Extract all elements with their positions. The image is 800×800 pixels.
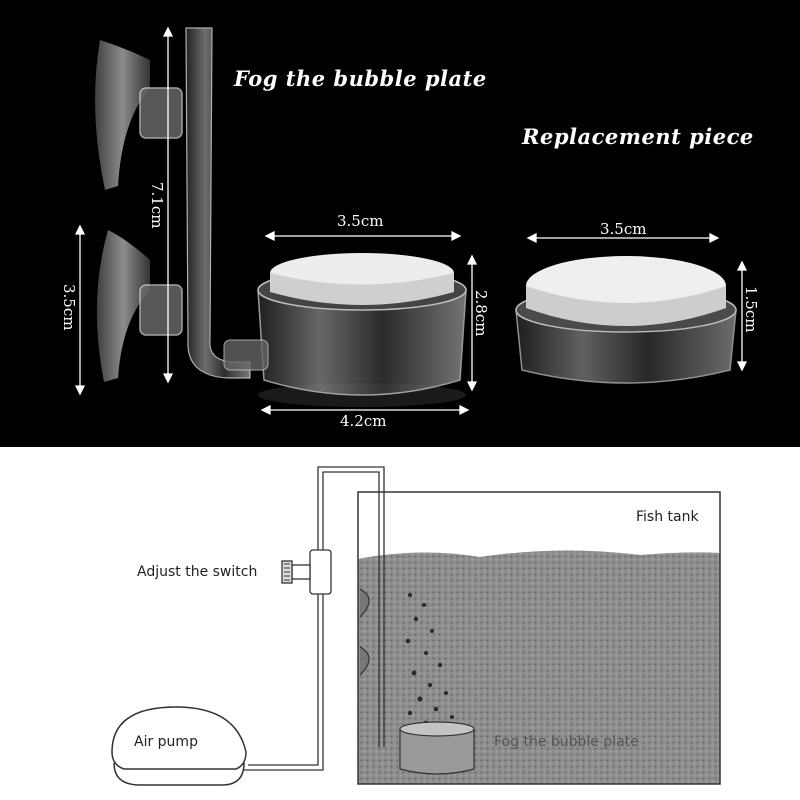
label-air-pump: Air pump bbox=[134, 734, 198, 750]
dim-replacement-height: 1.5cm bbox=[742, 286, 760, 333]
label-adjust-switch: Adjust the switch bbox=[137, 564, 258, 580]
tank-suction-cup-upper bbox=[359, 588, 370, 618]
diffuser-body bbox=[223, 253, 467, 407]
tank-suction-cup-lower bbox=[359, 646, 370, 676]
suction-cup-upper bbox=[95, 40, 183, 190]
product-photo-panel: Fog the bubble plate Replacement piece 7… bbox=[0, 0, 800, 447]
replacement-plate bbox=[515, 256, 737, 384]
dim-body-height: 2.8cm bbox=[472, 290, 490, 337]
suction-cup-lower bbox=[96, 230, 183, 382]
caption-product: Fog the bubble plate bbox=[234, 66, 487, 91]
dim-tube-height: 7.1cm bbox=[148, 182, 166, 229]
setup-diagram-panel: Adjust the switch Fish tank Air pump Fog… bbox=[0, 447, 800, 800]
dim-suction-cup: 3.5cm bbox=[60, 284, 78, 331]
bubbles bbox=[405, 593, 454, 726]
setup-diagram bbox=[111, 466, 721, 786]
label-fish-tank: Fish tank bbox=[636, 509, 699, 525]
dimension-lines bbox=[74, 26, 748, 416]
caption-replacement: Replacement piece bbox=[522, 124, 754, 149]
dim-plate-top: 3.5cm bbox=[337, 212, 384, 230]
air-pump bbox=[111, 706, 247, 786]
dim-replacement-diameter: 3.5cm bbox=[600, 220, 647, 238]
product-photo-illustration bbox=[74, 26, 748, 416]
label-bubble-plate: Fog the bubble plate bbox=[494, 734, 639, 750]
valve-switch bbox=[281, 549, 332, 595]
air-hose bbox=[244, 466, 385, 771]
fish-tank bbox=[357, 491, 721, 785]
tank-diffuser bbox=[399, 721, 475, 775]
dim-base-diameter: 4.2cm bbox=[340, 412, 387, 430]
